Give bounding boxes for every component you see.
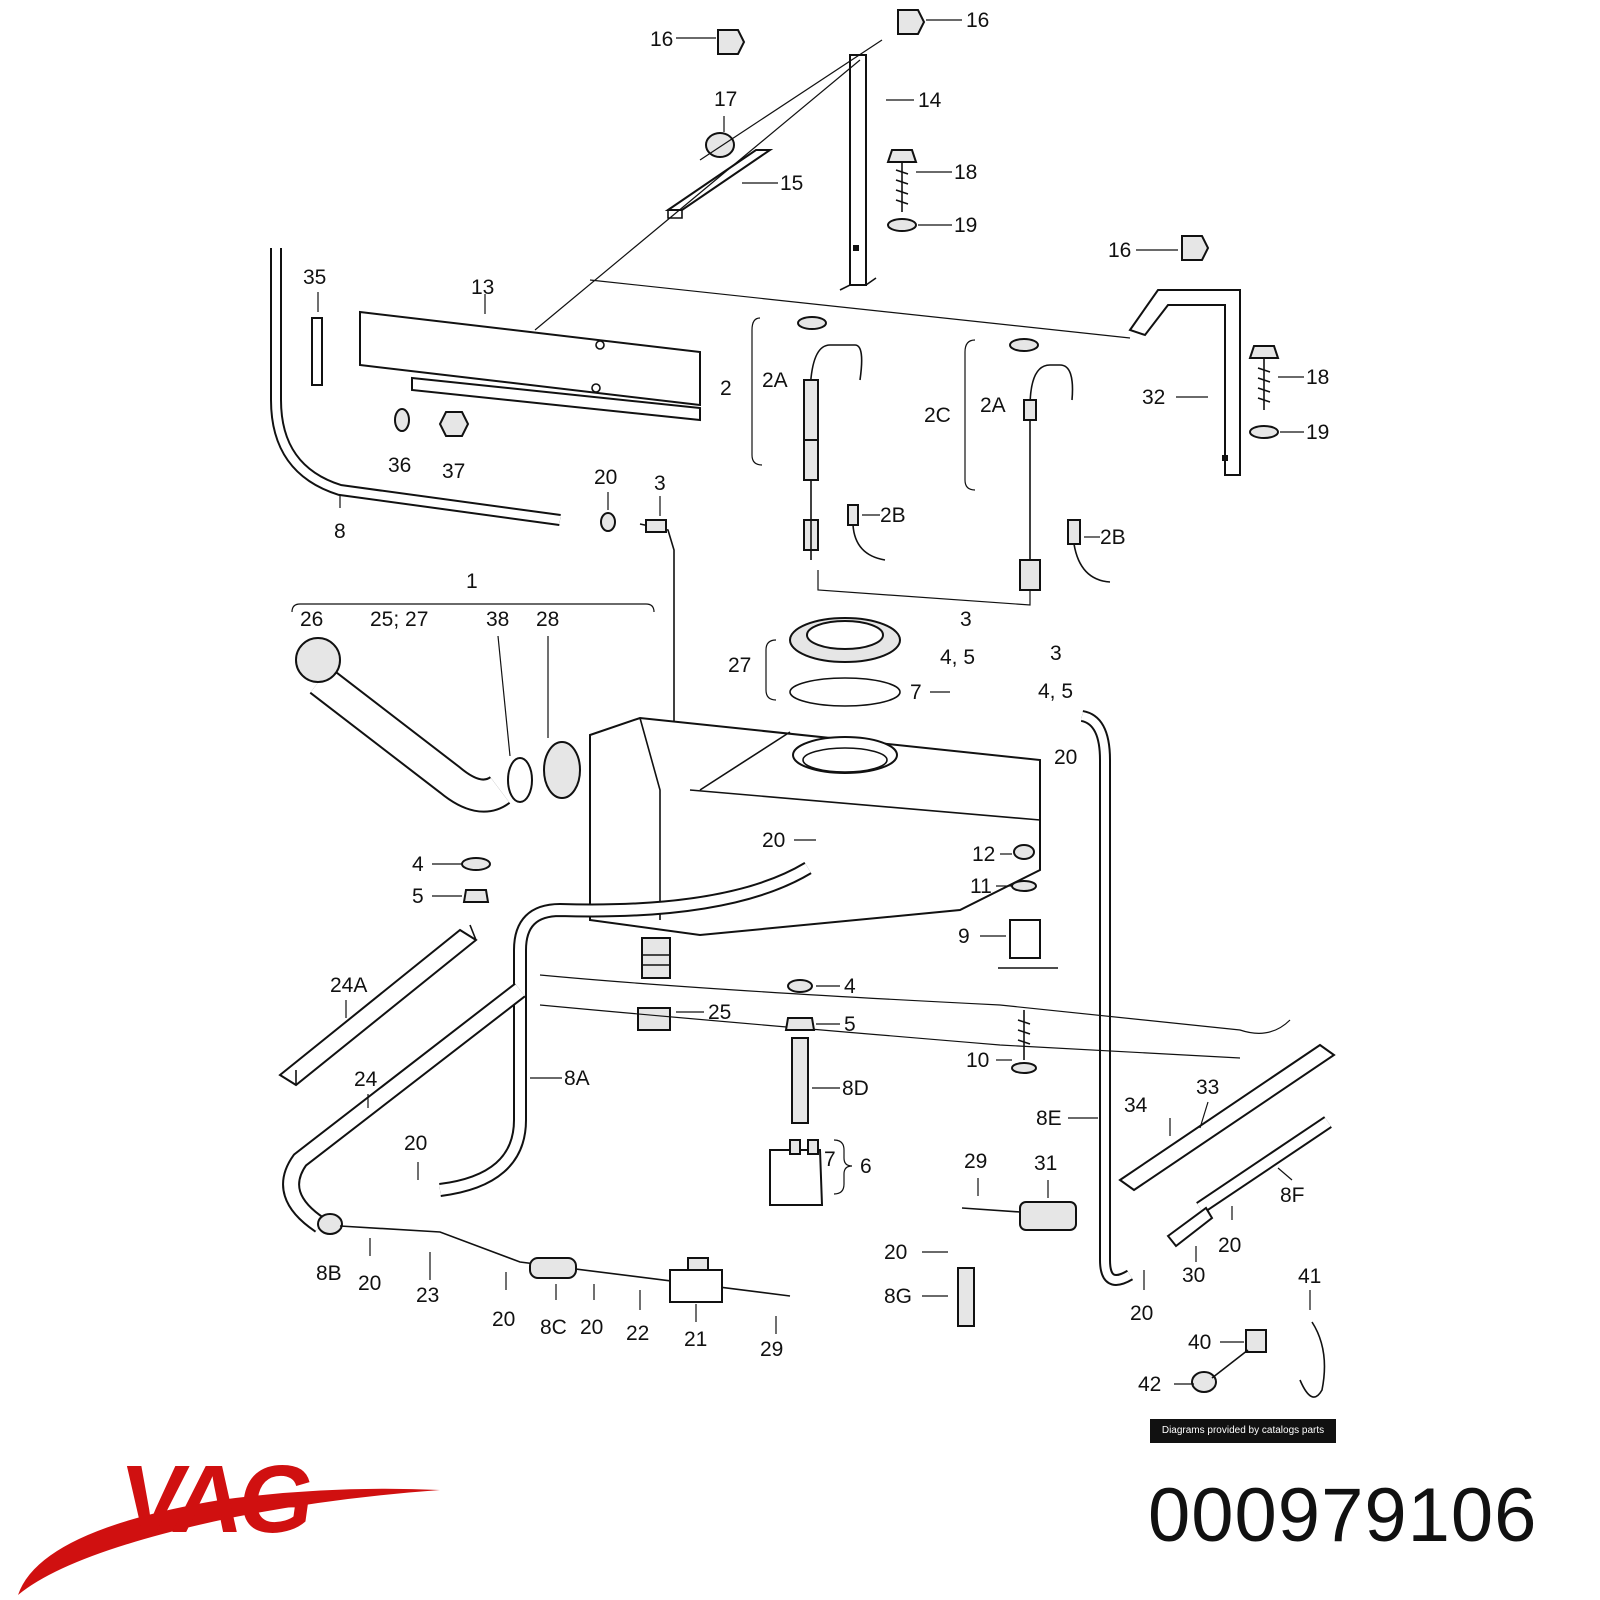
label-28: 28 bbox=[536, 608, 559, 631]
vag-logo: VAG bbox=[18, 1446, 440, 1595]
label-20: 20 bbox=[358, 1272, 381, 1295]
label-8C: 8C bbox=[540, 1316, 567, 1339]
label-3: 3 bbox=[960, 608, 972, 631]
label-23: 23 bbox=[416, 1284, 439, 1307]
label-26: 26 bbox=[300, 608, 323, 631]
label-17: 17 bbox=[714, 88, 737, 111]
label-3: 3 bbox=[1050, 642, 1062, 665]
pump-6 bbox=[461, 844, 1058, 1206]
label-7: 7 bbox=[910, 681, 922, 704]
label-8E: 8E bbox=[1036, 1107, 1062, 1130]
label-19: 19 bbox=[1306, 421, 1329, 444]
label-4: 4 bbox=[412, 853, 424, 876]
label-10: 10 bbox=[966, 1049, 989, 1072]
label-19: 19 bbox=[954, 214, 977, 237]
label-8: 8 bbox=[334, 520, 346, 543]
label-29: 29 bbox=[964, 1150, 987, 1173]
label-42: 42 bbox=[1138, 1373, 1161, 1396]
label-13: 13 bbox=[471, 276, 494, 299]
label-18: 18 bbox=[954, 161, 977, 184]
clamp-assembly bbox=[1191, 1321, 1326, 1398]
sender-assembly-2C bbox=[817, 338, 1111, 606]
label-5: 5 bbox=[844, 1013, 856, 1036]
label-2A: 2A bbox=[980, 394, 1006, 417]
label-14: 14 bbox=[918, 89, 942, 112]
label-20: 20 bbox=[404, 1132, 427, 1155]
bracket-13 bbox=[311, 310, 701, 437]
label-20: 20 bbox=[884, 1241, 907, 1264]
hose-8A bbox=[439, 861, 812, 1197]
label-20: 20 bbox=[1130, 1302, 1153, 1325]
label-18: 18 bbox=[1306, 366, 1329, 389]
label-34: 34 bbox=[1124, 1094, 1148, 1117]
label-20: 20 bbox=[580, 1316, 603, 1339]
label-41: 41 bbox=[1298, 1265, 1321, 1288]
sender-assembly-2 bbox=[751, 316, 886, 561]
label-20: 20 bbox=[492, 1308, 515, 1331]
label-24: 24 bbox=[354, 1068, 378, 1091]
label-20: 20 bbox=[594, 466, 617, 489]
label-32: 32 bbox=[1142, 386, 1165, 409]
label-27: 27 bbox=[728, 654, 751, 677]
callout-labels: 16 16 16 17 14 15 18 19 18 19 35 13 36 3… bbox=[291, 9, 1329, 1396]
vehicle-outline bbox=[539, 974, 1291, 1059]
label-4-5: 4, 5 bbox=[1038, 680, 1073, 703]
label-31: 31 bbox=[1034, 1152, 1057, 1175]
hose-8 bbox=[270, 248, 675, 780]
label-20: 20 bbox=[1054, 746, 1077, 769]
label-8B: 8B bbox=[316, 1262, 342, 1285]
label-37: 37 bbox=[442, 460, 465, 483]
part-number: 000979106 bbox=[1148, 1473, 1538, 1558]
label-20: 20 bbox=[1218, 1234, 1241, 1257]
label-2C: 2C bbox=[924, 404, 951, 427]
label-7: 7 bbox=[824, 1148, 836, 1171]
rail-33 bbox=[1118, 1043, 1336, 1192]
label-8F: 8F bbox=[1280, 1184, 1305, 1207]
upper-bracket-assembly bbox=[534, 9, 1280, 476]
fuel-tank bbox=[589, 617, 1041, 1031]
lower-fuel-line bbox=[317, 1201, 1214, 1327]
rod-8F bbox=[1196, 1116, 1332, 1214]
label-24A: 24A bbox=[330, 974, 367, 997]
label-4: 4 bbox=[844, 975, 856, 998]
label-21: 21 bbox=[684, 1328, 707, 1351]
label-12: 12 bbox=[972, 843, 995, 866]
label-20: 20 bbox=[762, 829, 785, 852]
label-9: 9 bbox=[958, 925, 970, 948]
label-2A: 2A bbox=[762, 369, 788, 392]
label-2B: 2B bbox=[1100, 526, 1126, 549]
label-36: 36 bbox=[388, 454, 411, 477]
label-25: 25 bbox=[708, 1001, 731, 1024]
hose-8E bbox=[1080, 710, 1134, 1286]
label-16: 16 bbox=[966, 9, 989, 32]
label-38: 38 bbox=[486, 608, 509, 631]
label-29: 29 bbox=[760, 1338, 783, 1361]
label-5: 5 bbox=[412, 885, 424, 908]
filler-neck bbox=[295, 637, 581, 813]
label-22: 22 bbox=[626, 1322, 649, 1345]
label-25-27: 25; 27 bbox=[370, 608, 428, 631]
label-8D: 8D bbox=[842, 1077, 869, 1100]
label-6: 6 bbox=[860, 1155, 872, 1178]
label-30: 30 bbox=[1182, 1264, 1205, 1287]
label-8A: 8A bbox=[564, 1067, 590, 1090]
label-2: 2 bbox=[720, 377, 732, 400]
rail-24A bbox=[278, 924, 478, 1087]
label-3: 3 bbox=[654, 472, 666, 495]
label-16: 16 bbox=[650, 28, 673, 51]
label-1: 1 bbox=[466, 570, 478, 593]
label-16: 16 bbox=[1108, 239, 1131, 262]
label-33: 33 bbox=[1196, 1076, 1219, 1099]
svg-text:VAG: VAG bbox=[114, 1446, 318, 1552]
label-40: 40 bbox=[1188, 1331, 1211, 1354]
label-2B: 2B bbox=[880, 504, 906, 527]
label-35: 35 bbox=[303, 266, 326, 289]
diagram-credit: Diagrams provided by catalogs parts bbox=[1150, 1419, 1336, 1443]
label-15: 15 bbox=[780, 172, 803, 195]
label-11: 11 bbox=[970, 875, 992, 898]
label-8G: 8G bbox=[884, 1285, 912, 1308]
hose-24 bbox=[282, 982, 526, 1233]
label-4-5: 4, 5 bbox=[940, 646, 975, 669]
